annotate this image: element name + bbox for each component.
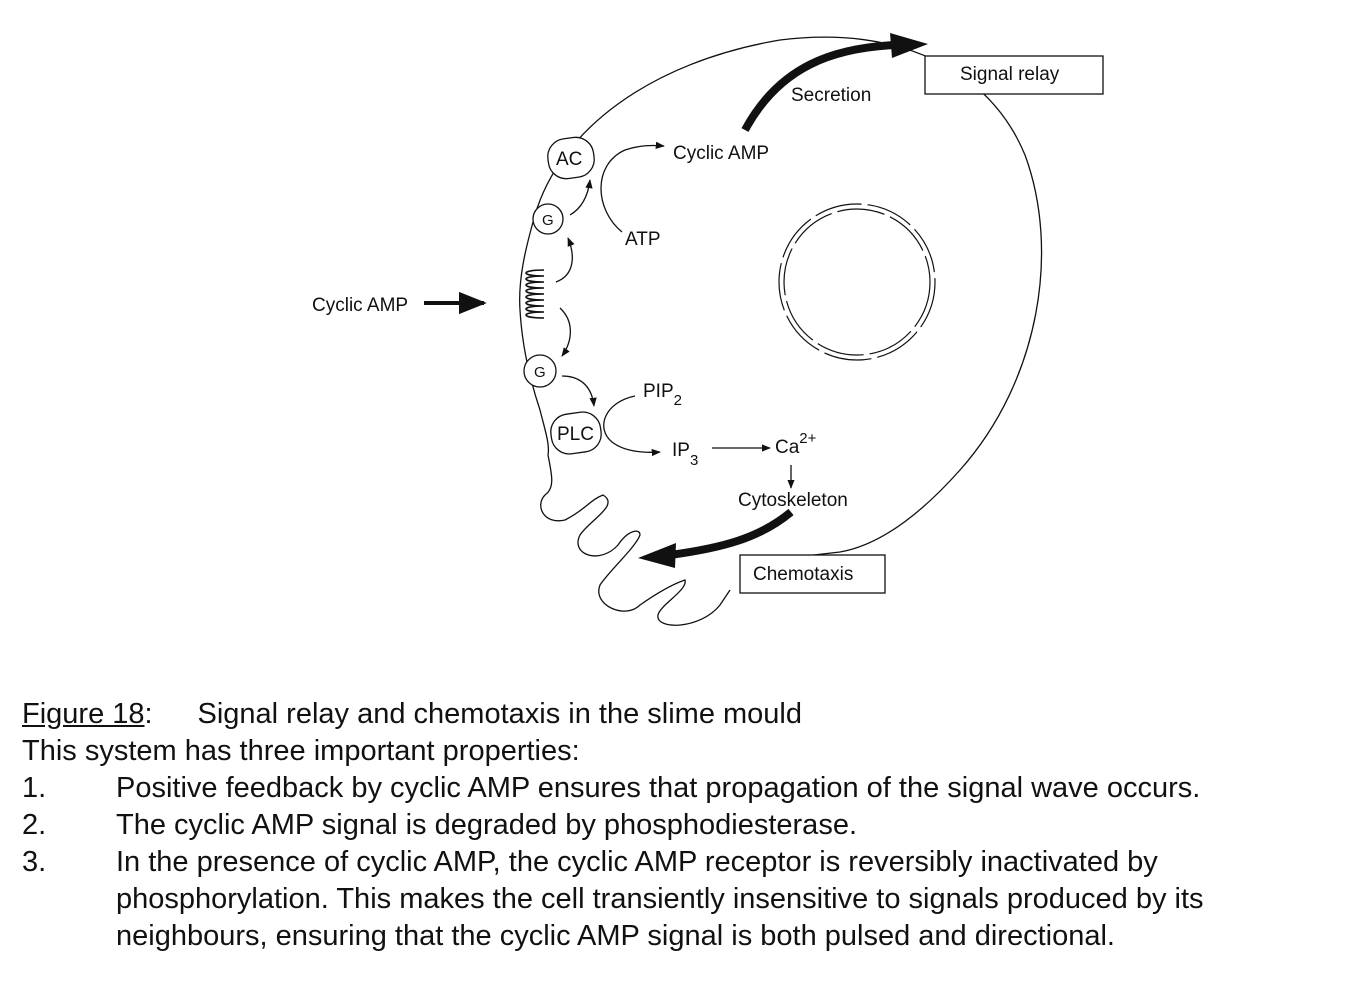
receptor-to-g-top-arrow	[555, 237, 575, 283]
g-bottom-label: G	[534, 364, 546, 381]
chemotaxis-arrowhead	[638, 543, 676, 568]
input-cyclic-amp-label: Cyclic AMP	[312, 295, 408, 316]
figure-caption: Figure 18: Signal relay and chemotaxis i…	[22, 696, 1352, 955]
caption-intro: This system has three important properti…	[22, 735, 580, 767]
ip3-label: IP3	[672, 440, 698, 469]
atp-label: ATP	[625, 229, 661, 250]
cell-membrane	[534, 36, 1043, 626]
chemotaxis-box	[739, 554, 886, 594]
figure-colon: :	[144, 698, 153, 730]
list-text: The cyclic AMP signal is degraded by pho…	[116, 809, 858, 841]
g-protein-bottom	[523, 354, 557, 388]
atp-to-cyclic-amp-arrow	[600, 141, 665, 233]
plc-label: PLC	[557, 424, 594, 445]
receptor-to-g-bottom-arrow	[559, 307, 572, 357]
ac-label: AC	[556, 149, 582, 170]
chemotaxis-arrow	[669, 508, 794, 559]
list-number: 1.	[22, 772, 47, 804]
signal-relay-diagram: Cyclic AMP AC G G PLC Cyclic AMP ATP PIP…	[312, 33, 1104, 626]
pip2-label: PIP2	[643, 381, 682, 409]
secretion-arrow	[741, 41, 896, 132]
receptor-icon	[525, 269, 545, 319]
ac-node	[547, 136, 595, 180]
list-text: Positive feedback by cyclic AMP ensures …	[116, 772, 1201, 804]
nucleus-outer	[778, 203, 936, 361]
figure-title: Signal relay and chemotaxis in the slime…	[197, 698, 802, 730]
secretion-label: Secretion	[791, 85, 871, 106]
cytoskeleton-label: Cytoskeleton	[738, 490, 848, 511]
list-item: 1. Positive feedback by cyclic AMP ensure…	[22, 770, 1352, 807]
list-text: In the presence of cyclic AMP, the cycli…	[116, 846, 1204, 952]
figure-ref: Figure 18	[22, 698, 145, 730]
membrane-left	[519, 214, 550, 456]
list-item: 2. The cyclic AMP signal is degraded by p…	[22, 807, 1352, 844]
properties-list: 1. Positive feedback by cyclic AMP ensure…	[22, 770, 1352, 955]
list-number: 2.	[22, 809, 47, 841]
plc-node	[550, 411, 602, 455]
nucleus-inner	[783, 208, 931, 356]
list-item: 3. In the presence of cyclic AMP, the cyc…	[22, 844, 1352, 955]
pip2-to-ip3-arrow	[603, 395, 661, 457]
g-top-label: G	[542, 212, 554, 229]
list-number: 3.	[22, 846, 47, 878]
ca-label: Ca2+	[775, 430, 817, 458]
g-protein-top	[532, 203, 564, 235]
g-bottom-to-plc-arrow	[561, 375, 597, 407]
g-top-to-ac-arrow	[569, 179, 593, 216]
cyclic-amp-product-label: Cyclic AMP	[673, 143, 769, 164]
figure-title-row: Figure 18: Signal relay and chemotaxis i…	[22, 696, 1352, 733]
signal-relay-label: Signal relay	[960, 64, 1060, 85]
secretion-arrowhead	[890, 33, 928, 58]
signal-relay-box	[924, 55, 1104, 95]
chemotaxis-label: Chemotaxis	[753, 564, 853, 585]
